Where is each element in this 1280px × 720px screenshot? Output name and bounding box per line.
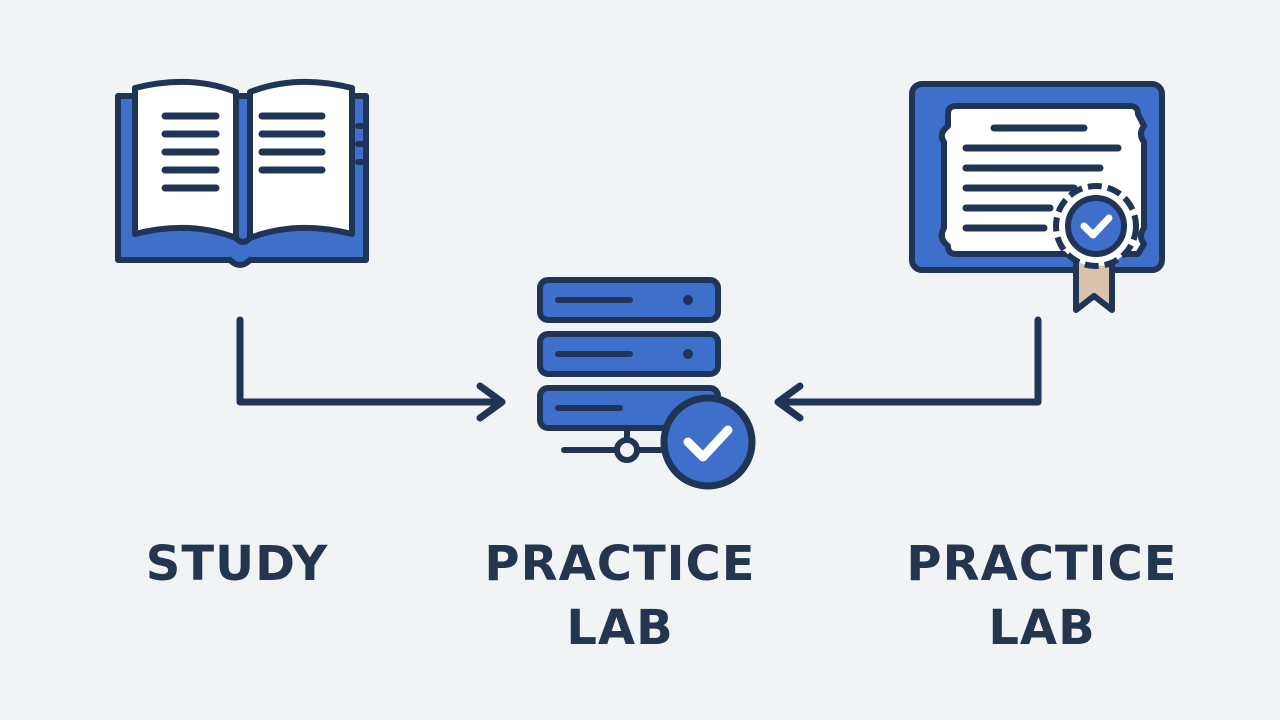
open-book-icon bbox=[110, 70, 380, 284]
study-label: STUDY bbox=[122, 532, 352, 596]
arrow-study-to-lab bbox=[236, 316, 502, 406]
practice-lab-center-line-2: LAB bbox=[566, 600, 674, 656]
arrowhead-left bbox=[476, 382, 506, 422]
practice-lab-center-label: PRACTICE LAB bbox=[470, 532, 770, 660]
arrowhead-right bbox=[774, 382, 804, 422]
arrow-certificate-to-lab bbox=[778, 316, 1042, 406]
practice-lab-center-line-1: PRACTICE bbox=[484, 536, 756, 592]
practice-lab-right-line-1: PRACTICE bbox=[906, 536, 1178, 592]
practice-lab-right-line-2: LAB bbox=[988, 600, 1096, 656]
certificate-icon bbox=[904, 78, 1174, 327]
study-label-line-1: STUDY bbox=[145, 536, 329, 592]
practice-lab-right-label: PRACTICE LAB bbox=[892, 532, 1192, 660]
server-check-icon bbox=[530, 272, 760, 506]
